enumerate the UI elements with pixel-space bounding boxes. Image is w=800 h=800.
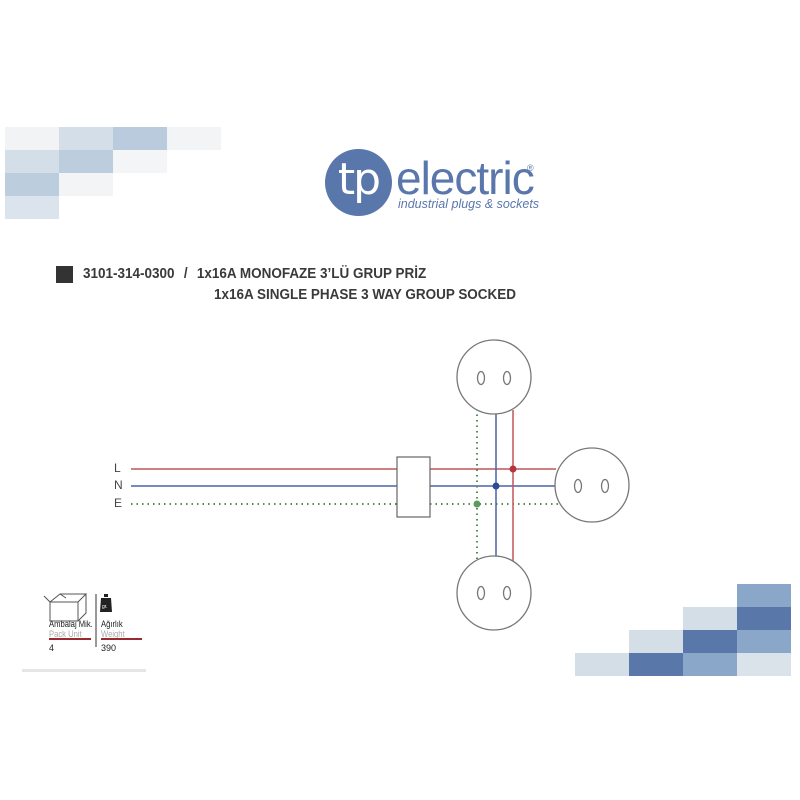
- product-title-tr: 1x16A MONOFAZE 3’LÜ GRUP PRİZ: [196, 266, 427, 282]
- product-title-tr-line: 3101-314-0300 / 1x16A MONOFAZE 3’LÜ GRUP…: [83, 266, 426, 282]
- bullet-square-icon: [56, 266, 73, 283]
- spec-label-tr: Ambalaj Mik.: [49, 619, 93, 629]
- wire-label-line: L: [114, 461, 121, 475]
- line-junction-dot: [509, 465, 517, 473]
- logo-tagline: industrial plugs & sockets: [398, 197, 540, 211]
- mosaic-tile: [5, 150, 59, 173]
- mosaic-tile: [5, 173, 59, 196]
- logo-wordmark: electric: [396, 152, 535, 204]
- spec-label-en: Pack Unit: [49, 629, 82, 639]
- mosaic-tile: [683, 607, 737, 630]
- spec-value: 4: [49, 643, 55, 653]
- earth-junction-dot: [473, 500, 481, 508]
- product-title-en: 1x16A SINGLE PHASE 3 WAY GROUP SOCKED: [214, 287, 517, 303]
- mosaic-tile: [737, 584, 791, 607]
- footer-rule: [22, 669, 146, 672]
- mosaic-tile: [167, 127, 221, 150]
- mosaic-tile: [113, 150, 167, 173]
- mosaic-tile: [5, 196, 59, 219]
- mosaic-tile: [629, 630, 683, 653]
- mosaic-tile: [737, 607, 791, 630]
- title-separator: /: [183, 266, 188, 282]
- wire-label-earth: E: [114, 496, 123, 510]
- spec-rule: [101, 638, 142, 640]
- logo-mark-text: tp: [337, 154, 381, 205]
- socket-bottom: [456, 555, 532, 631]
- mosaic-tile: [683, 630, 737, 653]
- neutral-junction-dot: [492, 482, 500, 490]
- mosaic-tile: [59, 173, 113, 196]
- weight-icon: gr.: [100, 594, 112, 612]
- mosaic-tile: [575, 653, 629, 676]
- wire-label-neutral: N: [114, 478, 123, 492]
- mosaic-tile: [737, 653, 791, 676]
- spec-label-en: Weight: [101, 629, 125, 639]
- mosaic-tile: [59, 150, 113, 173]
- mosaic-tile: [629, 653, 683, 676]
- spec-value: 390: [101, 643, 117, 653]
- logo-mark-circle: tp: [325, 149, 392, 216]
- socket-right: [554, 447, 630, 523]
- spec-label-tr: Ağırlık: [101, 619, 123, 629]
- registered-mark: ®: [527, 163, 534, 173]
- product-code: 3101-314-0300: [83, 266, 175, 282]
- mosaic-tile: [59, 127, 113, 150]
- mosaic-tile: [5, 127, 59, 150]
- junction-box: [396, 456, 431, 518]
- box-icon: [43, 593, 88, 622]
- mosaic-tile: [113, 127, 167, 150]
- svg-text:gr.: gr.: [102, 604, 108, 610]
- socket-top: [456, 339, 532, 415]
- spec-rule: [49, 638, 91, 640]
- mosaic-tile: [737, 630, 791, 653]
- mosaic-tile: [683, 653, 737, 676]
